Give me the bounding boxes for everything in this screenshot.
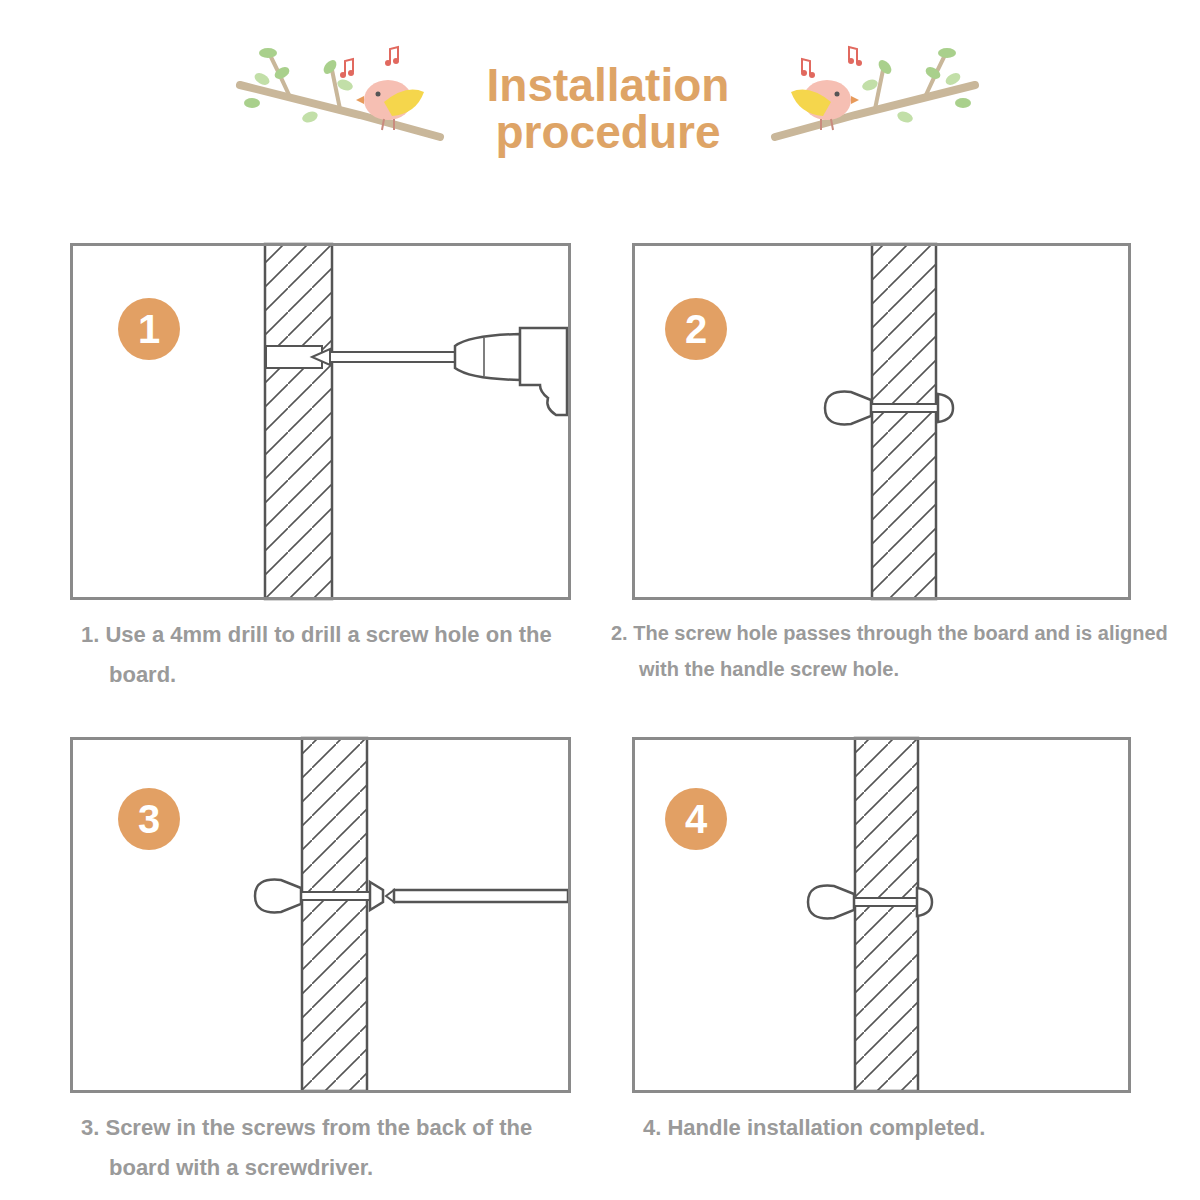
step-number-circle: 1 — [118, 298, 180, 360]
step-number: 4 — [685, 799, 707, 839]
step-panel: 1. Use a 4mm drill to drill a screw hole… — [70, 243, 571, 600]
step-caption: 4. Handle installation completed. — [643, 1108, 1151, 1148]
step-number: 1 — [138, 309, 160, 349]
step-number: 2 — [685, 309, 707, 349]
step-caption: 1. Use a 4mm drill to drill a screw hole… — [81, 615, 599, 695]
step-panel: 3. Screw in the screws from the back of … — [70, 737, 571, 1093]
step-panel: 2. The screw hole passes through the boa… — [632, 243, 1131, 600]
step-caption: 2. The screw hole passes through the boa… — [611, 615, 1199, 687]
step-caption: 3. Screw in the screws from the back of … — [81, 1108, 599, 1188]
page-title: Installation procedure — [450, 62, 766, 156]
step-panel: 4. Handle installation completed.4 — [632, 737, 1131, 1093]
step-number-circle: 3 — [118, 788, 180, 850]
step-number-circle: 2 — [665, 298, 727, 360]
step-number: 3 — [138, 799, 160, 839]
step-number-circle: 4 — [665, 788, 727, 850]
